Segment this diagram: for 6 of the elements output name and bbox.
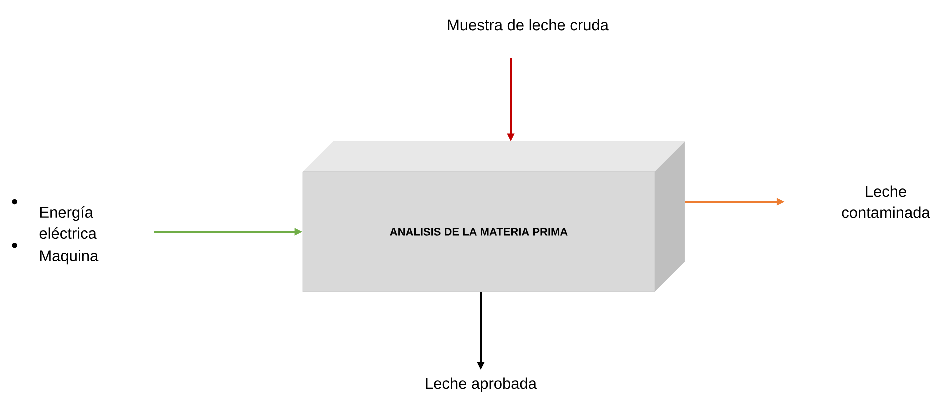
- text-label: Leche contaminada: [842, 186, 930, 218]
- text-label: Leche aprobada: [426, 378, 537, 392]
- bullet-item: Maquina: [40, 250, 99, 265]
- bullet-item: Energía eléctrica: [40, 206, 97, 240]
- text-label: Muestra de leche cruda: [448, 19, 609, 31]
- box-drawing: ANALISIS DE LA MATERIA PRIMA: [302, 142, 686, 292]
